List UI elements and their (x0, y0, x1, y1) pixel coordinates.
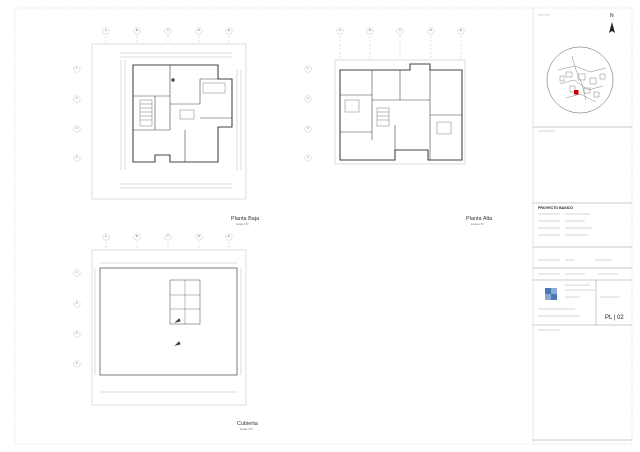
grid-row-label: 4 (76, 155, 78, 159)
grid-col-label: B (136, 234, 138, 238)
grid-row-label: 4 (307, 155, 309, 159)
grid-row-label: 4 (76, 361, 78, 365)
grid-col-label: D (198, 234, 200, 238)
grid-row-label: 1 (307, 66, 309, 70)
grid-col-label: C (399, 28, 401, 32)
grid-col-label: A (339, 28, 341, 32)
grid-row-label: 2 (307, 96, 309, 100)
grid-row-label: 3 (307, 126, 309, 130)
grid-row-label: 1 (76, 66, 78, 70)
grid-row-label: 3 (76, 126, 78, 130)
grid-col-label: E (228, 28, 230, 32)
grid-col-label: A (105, 234, 107, 238)
north-label: N (610, 13, 614, 19)
view-title-upper: Planta Alta (466, 216, 493, 222)
view-scale-upper: Escala 1:50 (471, 223, 484, 226)
grid-row-label: 2 (76, 96, 78, 100)
grid-row-label: 1 (76, 270, 78, 274)
view-scale-ground: Escala 1:50 (236, 223, 249, 226)
roof-plan (91, 249, 247, 406)
upper-floor-plan (334, 59, 466, 165)
north-arrow-icon (609, 22, 615, 33)
title-block (533, 126, 632, 441)
grid-col-label: E (228, 234, 230, 238)
view-title-ground: Planta Baja (231, 216, 260, 222)
company-logo-icon (545, 288, 557, 300)
grid-col-label: B (369, 28, 371, 32)
view-scale-roof: Escala 1:50 (240, 428, 253, 431)
sheet-code: PL | 02 (605, 315, 624, 321)
grid-col-label: C (167, 234, 169, 238)
view-title-roof: Cubierta (237, 421, 258, 427)
grid-col-label: D (198, 28, 200, 32)
grid-col-label: B (136, 28, 138, 32)
grid-col-label: C (167, 28, 169, 32)
grid-row-label: 2 (76, 301, 78, 305)
grid-col-label: A (105, 28, 107, 32)
grid-col-label: D (430, 28, 432, 32)
ground-floor-plan (91, 43, 247, 200)
grid-axes (73, 27, 465, 368)
location-map-icon (546, 46, 614, 114)
project-title: PROYECTO BASICO (538, 206, 574, 210)
grid-col-label: E (460, 28, 462, 32)
grid-row-label: 3 (76, 331, 78, 335)
